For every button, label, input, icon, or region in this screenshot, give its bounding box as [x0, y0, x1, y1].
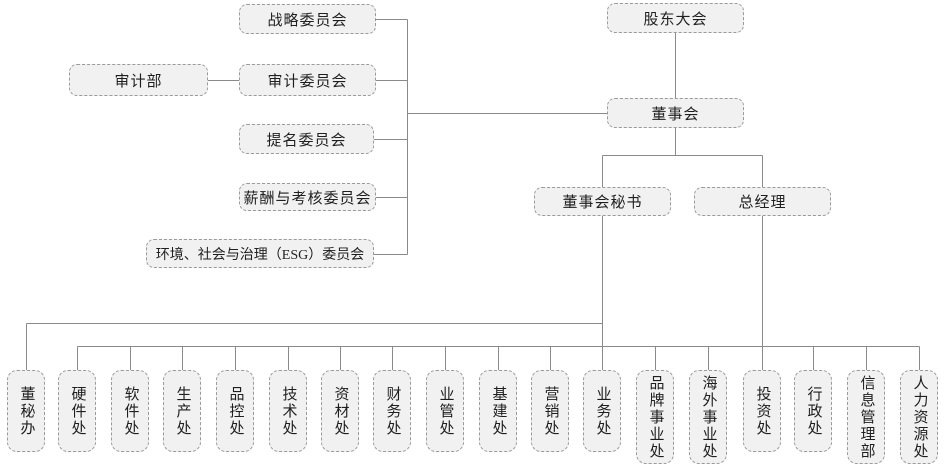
node-label: 生产处 — [174, 385, 191, 437]
node-label: 董事会 — [651, 106, 700, 123]
node-label: 股东大会 — [643, 11, 708, 28]
department-node: 生产处 — [163, 370, 201, 452]
node-label: 品牌事业处 — [647, 374, 664, 460]
department-node: 财务处 — [373, 370, 411, 452]
board-secretary-node: 董事会秘书 — [534, 187, 671, 216]
node-label: 技术处 — [280, 385, 297, 437]
node-label: 人力资源处 — [911, 374, 928, 460]
node-label: 提名委员会 — [266, 132, 347, 149]
node-label: 董事会秘书 — [562, 195, 643, 211]
node-label: 总经理 — [738, 195, 787, 211]
node-label: 品控处 — [227, 385, 244, 437]
node-label: 营销处 — [542, 385, 559, 437]
node-label: 海外事业处 — [700, 374, 717, 460]
department-node: 基建处 — [479, 370, 517, 452]
node-label: 投资处 — [754, 385, 771, 437]
node-label: 行政处 — [805, 385, 822, 437]
department-node: 业务处 — [583, 370, 621, 452]
department-node: 业管处 — [426, 370, 464, 452]
node-label: 财务处 — [384, 385, 401, 437]
node-label: 业管处 — [437, 385, 454, 437]
audit-department-node: 审计部 — [69, 64, 208, 96]
node-label: 信息管理部 — [858, 374, 875, 460]
department-node: 海外事业处 — [689, 370, 727, 464]
node-label: 基建处 — [490, 385, 507, 437]
node-label: 审计委员会 — [267, 73, 348, 90]
department-node: 品控处 — [216, 370, 254, 452]
committee-node-strategy: 战略委员会 — [239, 4, 376, 34]
department-node: 董秘办 — [7, 370, 45, 452]
department-node: 技术处 — [269, 370, 307, 452]
node-label: 环境、社会与治理（ESG）委员会 — [155, 247, 365, 263]
committee-node-remuneration: 薪酬与考核委员会 — [239, 183, 376, 211]
department-node: 行政处 — [794, 370, 832, 452]
node-label: 资材处 — [332, 385, 349, 437]
board-of-directors-node: 董事会 — [607, 98, 744, 128]
department-node: 人力资源处 — [900, 370, 938, 464]
committee-node-esg: 环境、社会与治理（ESG）委员会 — [146, 239, 374, 268]
committee-node-audit: 审计委员会 — [239, 64, 376, 96]
department-node: 资材处 — [321, 370, 359, 452]
node-label: 董秘办 — [18, 385, 35, 437]
department-node: 硬件处 — [58, 370, 96, 452]
general-manager-node: 总经理 — [694, 187, 831, 216]
node-label: 审计部 — [114, 73, 163, 90]
node-label: 硬件处 — [69, 385, 86, 437]
department-node: 信息管理部 — [847, 370, 885, 464]
department-node: 软件处 — [111, 370, 149, 452]
shareholders-meeting-node: 股东大会 — [607, 3, 744, 33]
node-label: 软件处 — [122, 385, 139, 437]
node-label: 薪酬与考核委员会 — [243, 190, 372, 207]
department-node: 品牌事业处 — [636, 370, 674, 464]
committee-node-nomination: 提名委员会 — [239, 124, 374, 154]
node-label: 战略委员会 — [267, 12, 348, 29]
department-node: 营销处 — [531, 370, 569, 452]
node-label: 业务处 — [594, 385, 611, 437]
department-node: 投资处 — [743, 370, 781, 452]
